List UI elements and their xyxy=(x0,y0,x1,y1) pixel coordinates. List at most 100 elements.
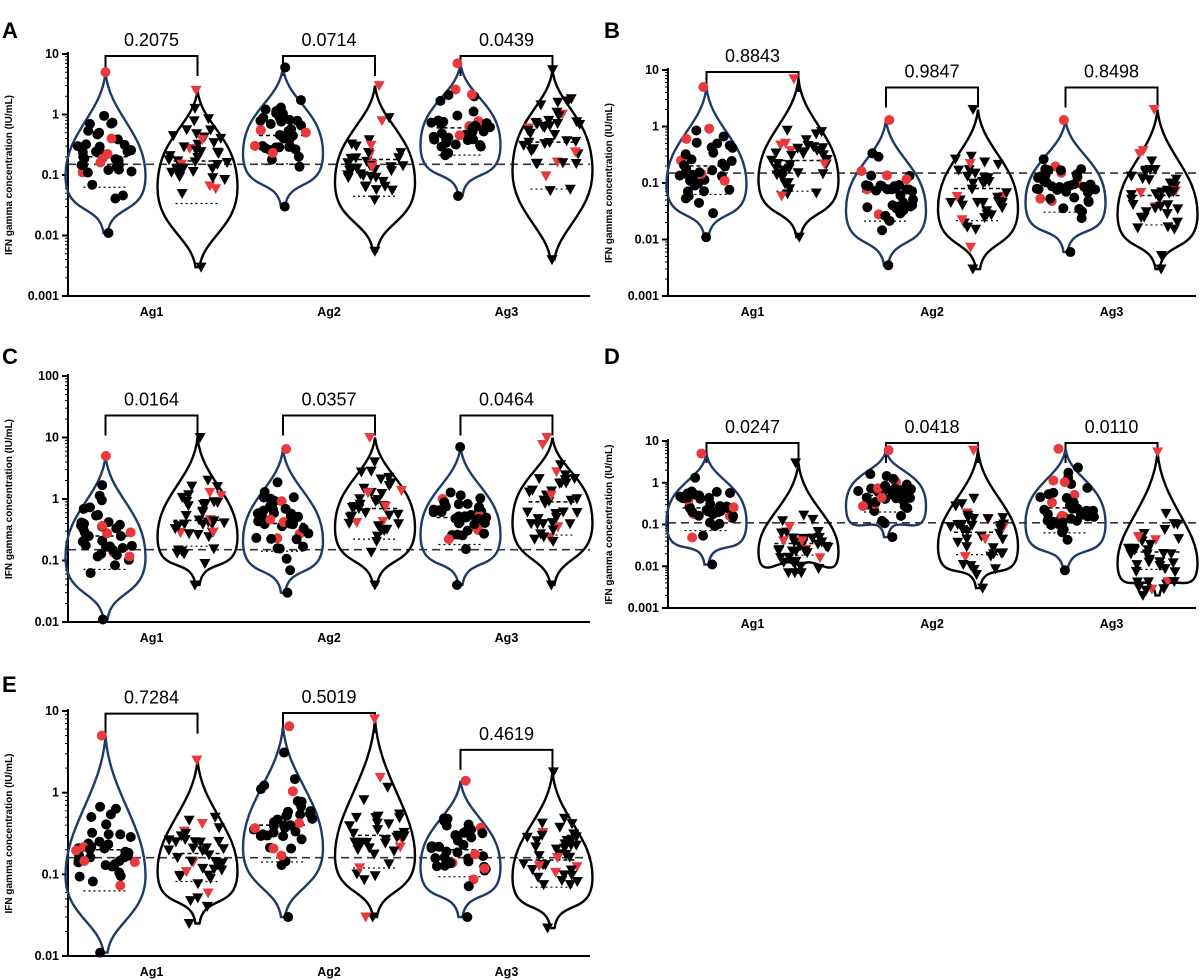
data-point xyxy=(393,809,405,820)
data-point xyxy=(380,501,392,512)
data-point xyxy=(1159,564,1171,575)
data-point xyxy=(989,564,1001,575)
data-point xyxy=(189,837,201,848)
data-point xyxy=(1031,183,1042,194)
data-point xyxy=(192,153,204,164)
data-point xyxy=(790,546,802,557)
data-point xyxy=(210,184,222,195)
data-point xyxy=(183,490,195,501)
data-point xyxy=(1132,223,1144,234)
data-point xyxy=(284,721,295,732)
data-point xyxy=(202,114,214,125)
data-point xyxy=(1138,528,1150,539)
data-point xyxy=(196,818,208,829)
data-point xyxy=(286,124,297,135)
data-point xyxy=(97,614,108,625)
data-point xyxy=(202,888,214,899)
data-point xyxy=(295,95,306,106)
data-point xyxy=(1132,532,1144,543)
data-point xyxy=(691,125,702,136)
data-point xyxy=(899,501,910,512)
data-point xyxy=(530,842,542,853)
data-point xyxy=(282,587,293,598)
p-value-label: 0.8843 xyxy=(725,46,780,66)
data-point xyxy=(564,184,576,195)
data-point xyxy=(1155,201,1167,212)
data-point xyxy=(342,170,354,181)
significance-bracket xyxy=(1064,86,1159,108)
data-point xyxy=(170,837,182,848)
data-point xyxy=(431,861,442,872)
data-point xyxy=(945,197,957,208)
data-point xyxy=(787,533,799,544)
data-point xyxy=(343,821,355,832)
data-point xyxy=(1144,539,1156,550)
data-point xyxy=(452,58,463,69)
data-point xyxy=(964,158,976,169)
data-point xyxy=(1129,545,1141,556)
data-point xyxy=(552,522,564,533)
data-point xyxy=(543,115,555,126)
data-point xyxy=(1146,156,1158,167)
data-point xyxy=(549,130,561,141)
x-category-label: Ag3 xyxy=(495,631,519,645)
data-point xyxy=(536,818,548,829)
data-point xyxy=(376,116,388,127)
data-point xyxy=(1141,549,1153,560)
data-point xyxy=(457,530,468,541)
data-point xyxy=(1165,549,1177,560)
data-point xyxy=(452,847,463,858)
data-point xyxy=(94,836,105,847)
data-point xyxy=(369,871,381,882)
data-point xyxy=(370,172,382,183)
data-point xyxy=(883,445,894,456)
data-point xyxy=(527,144,539,155)
data-point xyxy=(103,839,114,850)
data-point xyxy=(397,161,409,172)
data-point xyxy=(796,536,808,547)
data-point xyxy=(478,126,489,137)
data-point xyxy=(540,171,552,182)
data-point xyxy=(565,94,577,105)
data-point xyxy=(1168,577,1180,588)
data-point xyxy=(907,186,918,197)
data-point xyxy=(124,551,135,562)
data-point xyxy=(395,486,407,497)
data-point xyxy=(294,818,305,829)
data-point xyxy=(1131,560,1143,571)
data-point xyxy=(478,851,489,862)
data-point xyxy=(96,730,107,741)
data-point xyxy=(278,831,289,842)
data-point xyxy=(178,163,190,174)
data-point xyxy=(1172,204,1184,215)
data-point xyxy=(812,526,824,537)
data-point xyxy=(439,497,450,508)
data-point xyxy=(79,153,90,164)
data-point xyxy=(298,541,309,552)
data-point xyxy=(717,158,728,169)
data-point xyxy=(701,505,712,516)
violin-outline xyxy=(936,450,1020,590)
data-point xyxy=(192,893,204,904)
data-point xyxy=(307,813,318,824)
data-point xyxy=(450,139,461,150)
data-point xyxy=(547,767,559,778)
data-point xyxy=(100,67,111,78)
data-point xyxy=(538,495,550,506)
data-point xyxy=(382,782,394,793)
data-point xyxy=(798,510,810,521)
data-point xyxy=(882,184,893,195)
data-point xyxy=(287,786,298,797)
data-point xyxy=(776,173,788,184)
significance-bracket xyxy=(885,86,979,108)
data-point xyxy=(369,580,381,591)
data-point xyxy=(187,843,199,854)
data-point xyxy=(163,845,175,856)
data-point xyxy=(176,188,188,199)
data-point xyxy=(555,478,567,489)
data-point xyxy=(968,493,980,504)
data-point xyxy=(283,912,294,923)
data-point xyxy=(537,440,549,451)
data-point xyxy=(292,115,303,126)
data-point xyxy=(202,475,214,486)
